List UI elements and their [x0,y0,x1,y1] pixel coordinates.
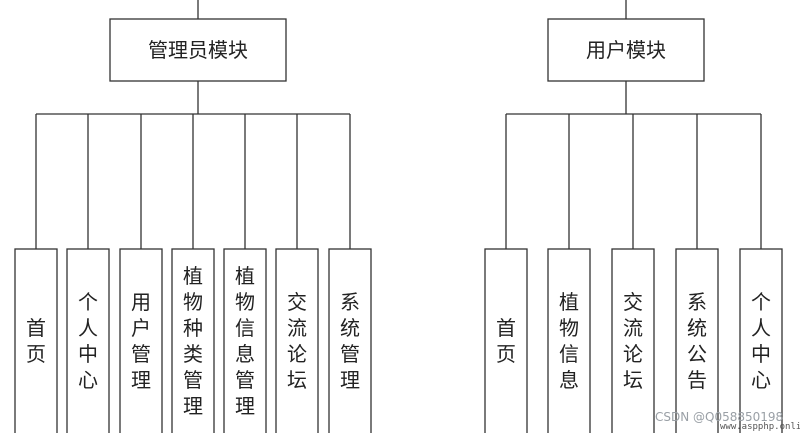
submodule-label: 个人中心 [751,290,771,392]
submodule-box [611,248,655,433]
submodule-box [328,248,372,433]
submodule-box [223,248,267,433]
module-box [547,18,705,82]
submodule-box [171,248,215,433]
submodule-label: 系统公告 [687,290,707,392]
site-watermark: www.aspphp.online [720,422,800,432]
submodule-box [119,248,163,433]
submodule-box [675,248,719,433]
csdn-watermark: CSDN @Q058850198 [655,410,784,424]
submodule-label: 系统管理 [340,290,360,392]
submodule-box [739,248,783,433]
submodule-label: 交流论坛 [287,290,307,392]
module-title: 管理员模块 [148,38,248,62]
module-title: 用户模块 [586,38,666,62]
submodule-label: 首页 [26,316,46,366]
submodule-box [484,248,528,433]
submodule-box [66,248,110,433]
submodule-label: 交流论坛 [623,290,643,392]
submodule-label: 植物信息管理 [235,264,255,418]
submodule-box [14,248,58,433]
submodule-label: 植物种类管理 [183,264,203,418]
submodule-box [275,248,319,433]
submodule-label: 植物信息 [559,290,579,392]
submodule-label: 个人中心 [78,290,98,392]
submodule-label: 首页 [496,316,516,366]
submodule-label: 用户管理 [131,290,151,392]
submodule-box [547,248,591,433]
